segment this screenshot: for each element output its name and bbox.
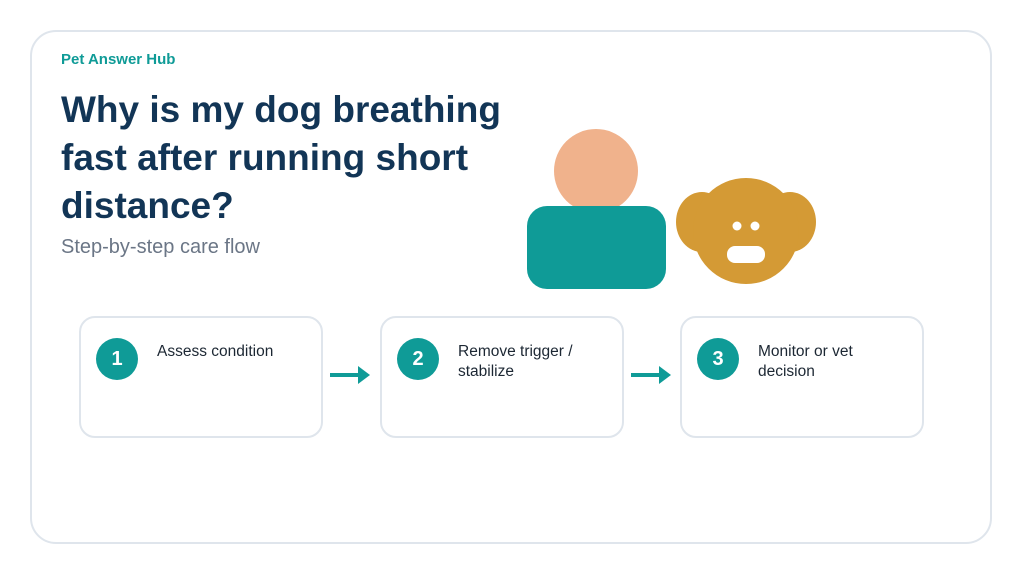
brand-label: Pet Answer Hub xyxy=(61,51,176,68)
owner-and-dog-illustration xyxy=(527,129,816,289)
step-card-1: 1 Assess condition xyxy=(79,316,323,438)
step-label: Monitor or vet decision xyxy=(758,343,853,380)
step-number-badge: 3 xyxy=(697,338,739,380)
step-number-badge: 1 xyxy=(96,338,138,380)
person-head xyxy=(554,129,638,213)
dog-mouth xyxy=(727,246,765,263)
dog-head xyxy=(693,178,799,284)
dog-left-eye xyxy=(732,221,742,231)
subtitle: Step-by-step care flow xyxy=(61,236,260,258)
person-illustration xyxy=(527,129,666,289)
step-card-2: 2 Remove trigger / stabilize xyxy=(380,316,624,438)
step-number-badge: 2 xyxy=(397,338,439,380)
person-body xyxy=(527,206,666,289)
step-label: Assess condition xyxy=(157,343,274,360)
arrow-right-icon xyxy=(631,366,671,384)
dog-right-eye xyxy=(750,221,760,231)
dog-face-icon xyxy=(676,178,816,284)
arrow-right-icon xyxy=(330,366,370,384)
page-title: Why is my dog breathing fast after runni… xyxy=(61,89,501,226)
step-label: Remove trigger / stabilize xyxy=(458,343,573,380)
content-card xyxy=(30,30,992,544)
step-card-3: 3 Monitor or vet decision xyxy=(680,316,924,438)
